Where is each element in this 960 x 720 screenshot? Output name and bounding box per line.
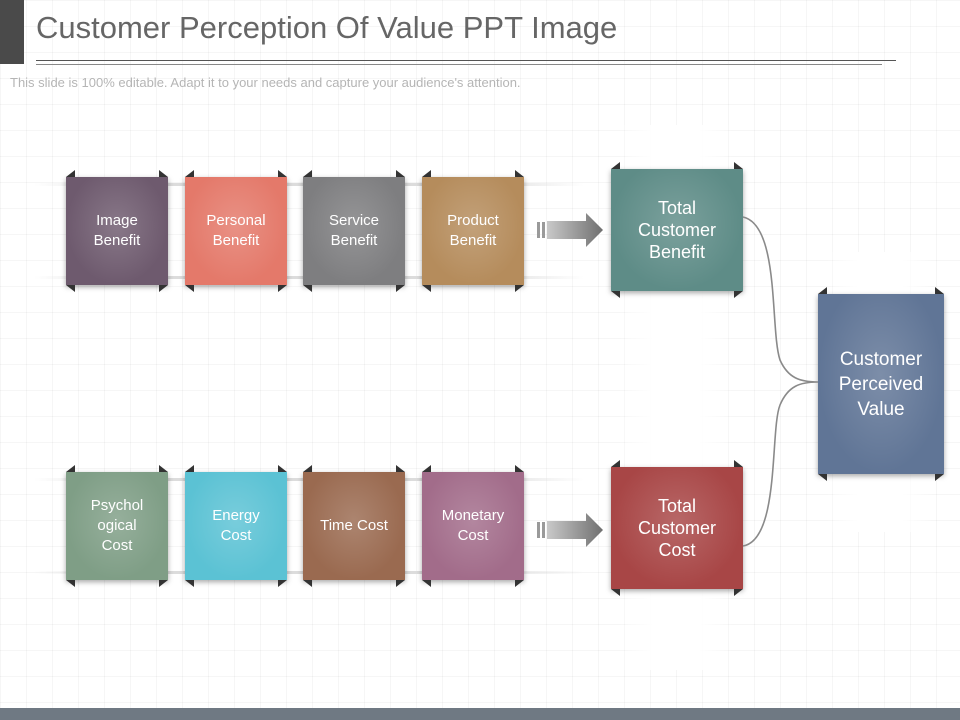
- slide-title: Customer Perception Of Value PPT Image: [36, 10, 618, 45]
- cost-arrow-icon: [537, 513, 603, 547]
- energy-cost-label: Energy Cost: [212, 507, 260, 544]
- time-cost-label: Time Cost: [320, 517, 388, 534]
- time-cost-box: Time Cost: [303, 465, 405, 587]
- slide-subtitle: This slide is 100% editable. Adapt it to…: [10, 75, 521, 90]
- personal-benefit-label: Personal Benefit: [206, 212, 266, 249]
- service-benefit-box: Service Benefit: [303, 170, 405, 292]
- monetary-cost-label: Monetary Cost: [441, 507, 505, 544]
- image-benefit-label: Image Benefit: [93, 212, 141, 249]
- total-customer-cost-label: Total Customer Cost: [637, 496, 717, 560]
- title-underline-secondary: [36, 64, 882, 65]
- psychological-cost-box: Psychol ogical Cost: [66, 465, 168, 587]
- personal-benefit-box: Personal Benefit: [185, 170, 287, 292]
- customer-perceived-value-box: Customer Perceived Value: [818, 287, 944, 481]
- bracket-connector: [742, 216, 819, 547]
- service-benefit-label: Service Benefit: [328, 212, 380, 249]
- total-customer-benefit-box: Total Customer Benefit: [611, 162, 743, 298]
- product-benefit-label: Product Benefit: [447, 212, 499, 249]
- footer-bar: [0, 708, 960, 720]
- total-customer-benefit-label: Total Customer Benefit: [637, 198, 717, 262]
- customer-perceived-value-label: Customer Perceived Value: [838, 348, 924, 420]
- title-underline: [36, 60, 896, 61]
- total-customer-cost-box: Total Customer Cost: [611, 460, 743, 596]
- energy-cost-box: Energy Cost: [185, 465, 287, 587]
- title-accent-bar: [0, 0, 24, 64]
- monetary-cost-box: Monetary Cost: [422, 465, 524, 587]
- product-benefit-box: Product Benefit: [422, 170, 524, 292]
- psychological-cost-label: Psychol ogical Cost: [90, 497, 144, 554]
- image-benefit-box: Image Benefit: [66, 170, 168, 292]
- benefit-arrow-icon: [537, 213, 603, 247]
